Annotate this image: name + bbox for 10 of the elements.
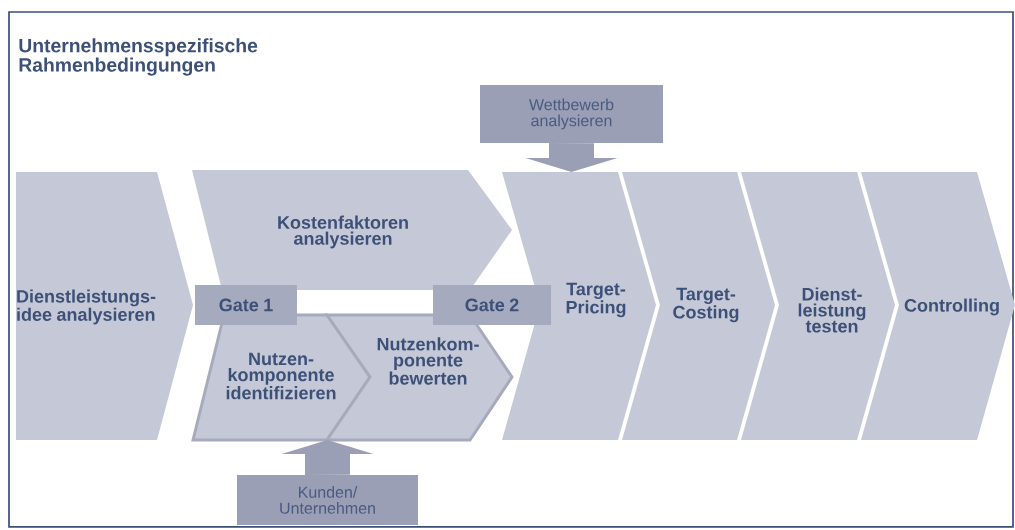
process-step: Kostenfaktoren analysieren xyxy=(192,170,512,290)
process-step: Dienst- leistung testen xyxy=(741,172,895,440)
node-label: Controlling xyxy=(904,298,999,316)
block-arrow xyxy=(525,143,618,172)
gate-box: Gate 1 xyxy=(195,285,297,325)
block-arrow xyxy=(281,440,374,475)
input-box: Wettbewerb analysieren xyxy=(480,85,663,143)
input-box: Kunden/ Unternehmen xyxy=(237,475,418,525)
node-label: Target- Costing xyxy=(673,287,739,323)
gate-box: Gate 2 xyxy=(433,285,551,325)
